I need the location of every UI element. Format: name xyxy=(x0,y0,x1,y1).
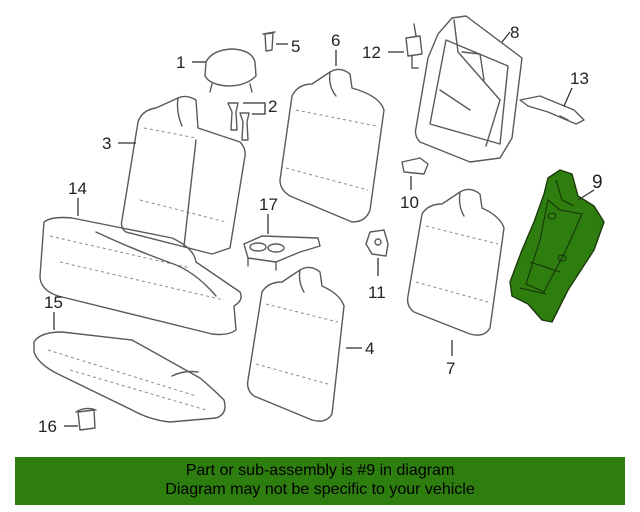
part-9-seatback-frame-highlighted[interactable] xyxy=(509,169,605,323)
callout-12: 12 xyxy=(362,43,381,62)
callout-17: 17 xyxy=(259,195,278,214)
callout-9: 9 xyxy=(592,172,603,193)
part-14-seat-cushion[interactable] xyxy=(39,216,242,336)
callout-2: 2 xyxy=(268,97,277,116)
callout-10: 10 xyxy=(400,193,419,212)
info-banner: Part or sub-assembly is #9 in diagram Di… xyxy=(15,457,625,505)
callout-1: 1 xyxy=(176,53,185,72)
part-12-latch[interactable] xyxy=(405,23,423,69)
callout-3: 3 xyxy=(102,134,111,153)
part-8-seatback-frame[interactable] xyxy=(414,15,523,163)
banner-line-1: Part or sub-assembly is #9 in diagram xyxy=(185,462,455,479)
part-17-cup-holder[interactable] xyxy=(243,235,321,271)
callout-14: 14 xyxy=(68,179,87,198)
callout-16: 16 xyxy=(38,417,57,436)
callout-4: 4 xyxy=(365,339,374,358)
part-2-headrest-support[interactable] xyxy=(227,102,250,141)
part-7-seatback-right[interactable] xyxy=(406,188,505,336)
callout-11: 11 xyxy=(368,283,386,302)
part-3-seatback-left[interactable] xyxy=(120,95,246,255)
callout-6: 6 xyxy=(331,31,340,50)
exploded-parts-diagram: 1 5 2 3 14 xyxy=(33,15,605,436)
part-16-clip[interactable] xyxy=(75,407,97,431)
part-10-hinge-cover[interactable] xyxy=(401,157,429,175)
part-6-seatback-center[interactable] xyxy=(279,68,385,223)
callout-15: 15 xyxy=(44,293,63,312)
part-4-seatback-lower[interactable] xyxy=(246,266,345,422)
callout-13: 13 xyxy=(570,69,589,88)
callout-8: 8 xyxy=(510,23,519,42)
banner-line-2: Diagram may not be specific to your vehi… xyxy=(165,481,475,498)
part-15-cushion-frame[interactable] xyxy=(33,331,226,423)
callout-5: 5 xyxy=(291,37,300,56)
part-13-bracket[interactable] xyxy=(519,95,585,125)
part-11-hinge-bracket[interactable] xyxy=(365,229,389,257)
callout-7: 7 xyxy=(446,359,455,378)
part-1-headrest[interactable] xyxy=(204,48,257,93)
part-5-headrest-guide[interactable] xyxy=(262,31,276,52)
